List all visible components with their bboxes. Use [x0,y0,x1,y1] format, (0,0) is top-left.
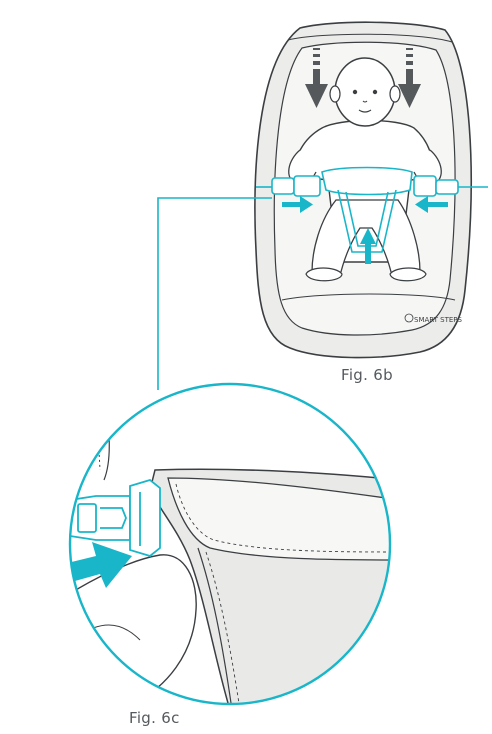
harness-buckle-left [272,178,294,194]
baby-head [335,58,395,126]
harness-buckle-left-tab [294,176,320,196]
zoom-strap [24,490,60,540]
harness-belly-pad [322,168,412,195]
baby-eye-right [373,90,377,94]
baby-eye-left [353,90,357,94]
baby-ear-right [390,86,400,102]
fig-6c-caption: Fig. 6c [129,709,180,727]
zoom-buckle-slot [32,502,58,528]
harness-buckle-right [414,176,436,196]
zoom-buckle-frame [24,492,70,538]
baby-foot-right [390,268,426,281]
zoom-buckle-window [78,504,96,532]
fig-6b-illustration: SMART STEPS [255,22,488,357]
baby-foot-left [306,268,342,281]
smart-steps-logo: SMART STEPS [405,314,462,324]
harness-buckle-right-tab [436,180,458,194]
zoom-buckle-clip [130,480,160,556]
logo-text: SMART STEPS [414,316,462,324]
fig-6b-caption: Fig. 6b [341,366,393,384]
baby-ear-left [330,86,340,102]
